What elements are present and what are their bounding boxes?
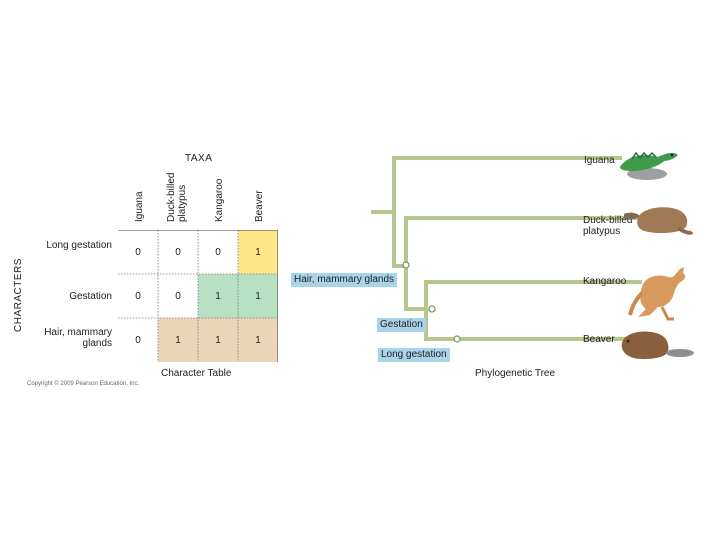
table-cell: 0 [135,334,141,346]
table-cell: 0 [135,246,141,258]
character-table-grid: 0 0 0 1 0 0 1 1 0 1 1 1 [118,230,278,362]
copyright-notice: Copyright © 2009 Pearson Education, Inc. [27,381,140,387]
table-cell: 0 [175,290,181,302]
table-cell-highlight-long-gestation: 1 [238,230,278,274]
character-tag-gestation: Gestation [377,318,426,332]
tree-taxon-kangaroo: Kangaroo [583,276,627,287]
beaver-icon [621,331,694,359]
table-cell-highlight-gestation: 1 [198,274,238,318]
row-label-hair-mammary-glands: Hair, mammary glands [44,327,112,349]
table-cell-highlight-gestation: 1 [238,274,278,318]
row-label-long-gestation: Long gestation [46,240,112,251]
kangaroo-icon [628,267,686,321]
iguana-icon [620,151,678,180]
table-cell-highlight-hair: 1 [238,318,278,362]
table-cell: 0 [135,290,141,302]
phylogenetic-tree-caption: Phylogenetic Tree [475,368,556,379]
table-grid-lines [118,230,278,362]
tree-taxon-iguana: Iguana [584,155,615,166]
character-tag-long-gestation: Long gestation [378,348,450,362]
table-cell: 0 [175,246,181,258]
taxa-title: TAXA [185,153,213,164]
row-label-gestation: Gestation [69,291,112,302]
tree-taxon-platypus: Duck-billed platypus [583,215,633,237]
character-table-caption: Character Table [161,368,232,379]
table-cell-highlight-hair: 1 [198,318,238,362]
table-cell: 0 [215,246,221,258]
duck-billed-platypus-icon [624,207,694,235]
character-tag-hair-mammary-glands: Hair, mammary glands [291,273,398,287]
table-cell-highlight-hair: 1 [158,318,198,362]
tree-taxon-beaver: Beaver [583,334,615,345]
